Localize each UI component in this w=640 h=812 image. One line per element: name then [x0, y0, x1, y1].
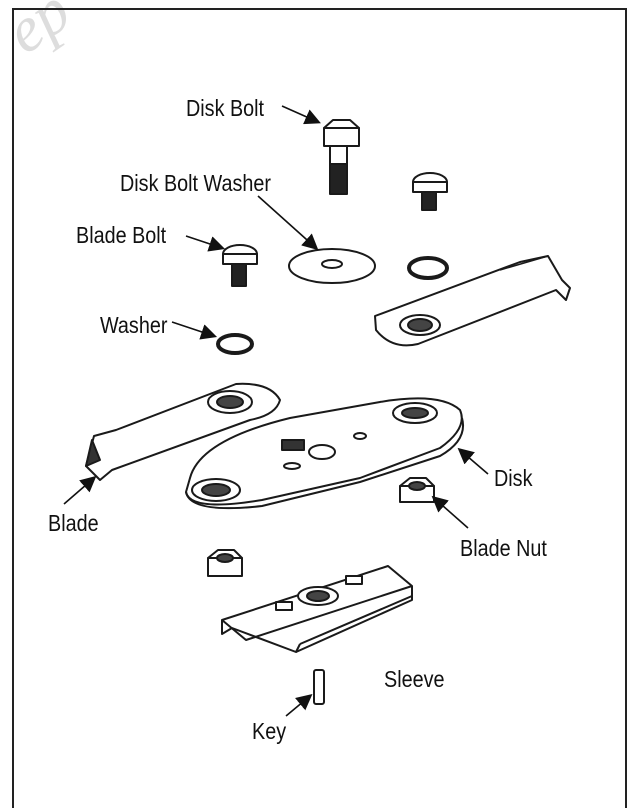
label-disk-bolt-washer: Disk Bolt Washer	[120, 170, 271, 196]
blade-right	[374, 255, 571, 347]
label-washer: Washer	[100, 312, 168, 338]
disk	[185, 397, 464, 510]
disk-bolt-washer	[288, 248, 376, 284]
arrow-washer	[171, 321, 218, 340]
carriage-bolt-right	[412, 172, 448, 211]
label-disk-bolt: Disk Bolt	[186, 95, 265, 121]
label-blade-bolt: Blade Bolt	[76, 222, 167, 248]
arrow-disk-bolt-washer	[257, 195, 319, 251]
label-blade-nut: Blade Nut	[460, 535, 547, 561]
blade-nut-right	[399, 477, 435, 503]
label-sleeve: Sleeve	[384, 666, 445, 692]
arrow-blade-bolt	[185, 235, 226, 252]
key	[313, 669, 325, 705]
blade-nut-left	[207, 549, 243, 577]
washer-left	[216, 333, 254, 355]
sleeve	[221, 565, 413, 653]
blade-left	[85, 382, 281, 481]
washer-right	[407, 256, 449, 280]
diagram-frame	[12, 8, 627, 808]
arrow-key	[285, 693, 313, 717]
label-disk: Disk	[494, 465, 533, 491]
arrow-blade-nut	[431, 495, 469, 529]
arrow-blade	[63, 475, 97, 505]
arrow-disk-bolt	[281, 105, 321, 125]
arrow-disk	[457, 447, 489, 475]
label-blade: Blade	[48, 510, 99, 536]
disk-bolt	[323, 119, 360, 195]
blade-bolt	[222, 244, 258, 287]
label-key: Key	[252, 718, 287, 744]
